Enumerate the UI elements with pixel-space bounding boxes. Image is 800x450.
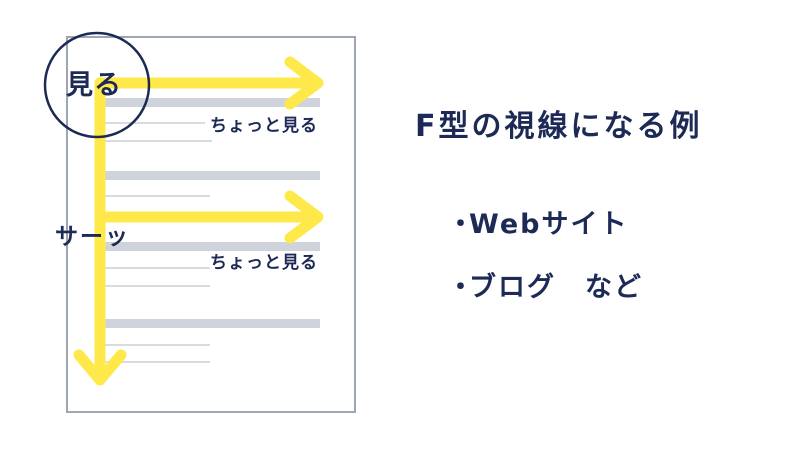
bullet-item-blog: ・ブログ など xyxy=(447,265,643,304)
bullet-text: Webサイト xyxy=(469,209,629,240)
glance-label-middle: ちょっと見る xyxy=(210,253,318,273)
top-arrow xyxy=(94,56,324,110)
glance-label-top: ちょっと見る xyxy=(210,116,318,136)
bullet-text: ブログ など xyxy=(469,272,643,303)
text-bar xyxy=(105,98,320,107)
skim-label: サーッ xyxy=(55,224,130,250)
circle-see-label: 見る xyxy=(66,70,122,101)
page-text-lines xyxy=(105,98,320,363)
down-arrow xyxy=(73,77,127,386)
middle-arrow xyxy=(94,190,324,244)
start-circle xyxy=(43,31,151,139)
bullet-marker: ・ xyxy=(447,272,476,303)
slide-title: F型の視線になる例 xyxy=(415,109,703,144)
text-bar xyxy=(105,171,320,180)
gaze-arrows xyxy=(73,56,324,386)
text-bar xyxy=(105,319,320,328)
bullet-marker: ・ xyxy=(447,209,476,240)
text-bar xyxy=(105,242,320,251)
bullet-item-website: ・Webサイト xyxy=(447,202,628,241)
